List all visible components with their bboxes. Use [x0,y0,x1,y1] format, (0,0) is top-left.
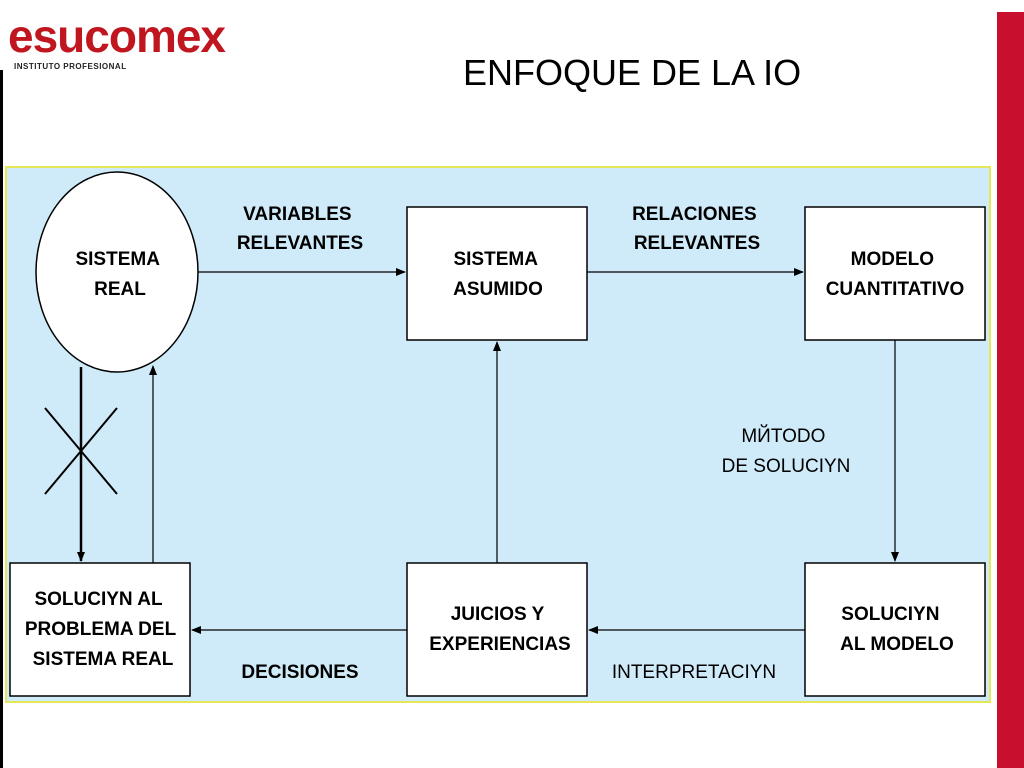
accent-bar [997,12,1024,768]
label-solucion-problema: SOLUCIYN AL PROBLEMA DEL SISTEMA REAL [25,589,181,670]
node-solucion-problema [9,562,191,697]
cross-mark-stroke-b [44,407,118,495]
logo-subtitle: INSTITUTO PROFESIONAL [14,62,127,71]
label-juicios: JUICIOS Y EXPERIENCIAS [429,604,570,655]
label-modelo-cuantitativo: MODELO CUANTITATIVO [826,249,965,300]
label-solucion-modelo: SOLUCIYN AL MODELO [840,604,954,655]
edge-label-interpretacion: INTERPRETACIYN [612,662,776,683]
label-sistema-real: SISTEMA REAL [75,249,164,300]
edge-label-metodo: MЙTODO DE SOLUCIYN [722,425,851,477]
edge-label-relaciones: RELACIONES RELEVANTES [632,204,762,254]
edge-label-variables: VARIABLES RELEVANTES [237,204,363,254]
logo-text: esucomex [8,10,226,62]
node-sistema-real [35,171,199,373]
node-solucion-modelo [804,562,986,697]
label-sistema-asumido: SISTEMA ASUMIDO [453,249,543,300]
node-juicios [406,562,588,697]
edge-label-decisiones: DECISIONES [241,662,358,683]
left-rule [0,70,3,768]
page-title: ENFOQUE DE LA IO [463,52,802,93]
node-sistema-asumido [406,206,588,341]
logo: esucomex INSTITUTO PROFESIONAL [8,10,298,80]
node-modelo-cuantitativo [804,206,986,341]
